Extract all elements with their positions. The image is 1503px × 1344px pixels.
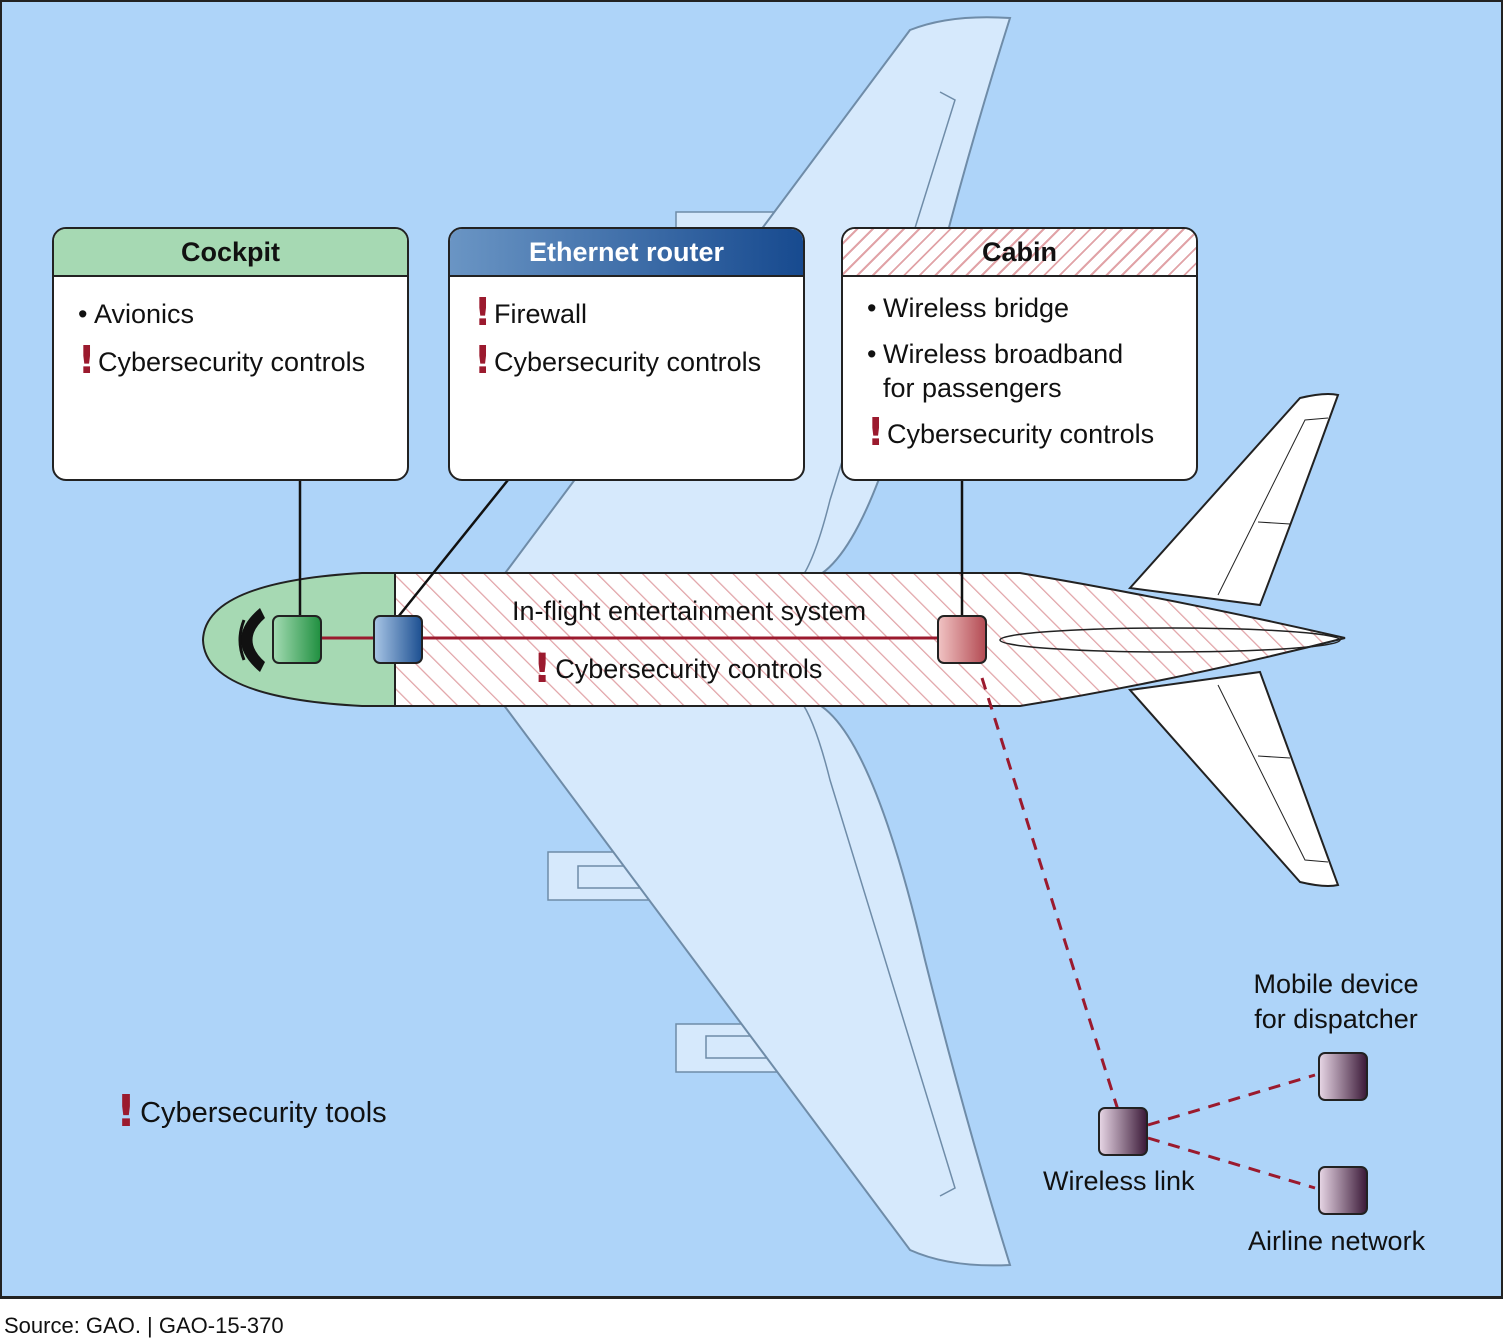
upper-tail-tick [1257, 521, 1291, 525]
cockpit-card: Cockpit • Avionics ! Cybersecurity contr… [52, 227, 409, 481]
cabin-item: ! Cybersecurity controls [867, 410, 1178, 454]
windshield [241, 608, 265, 672]
cockpit-item-text: Avionics [94, 299, 195, 329]
cabin-item-text-continued: for passengers [883, 373, 1062, 403]
router-item-text: Cybersecurity controls [494, 347, 762, 377]
cabin-item: • Wireless broadband for passengers [867, 337, 1178, 405]
cockpit-item: ! Cybersecurity controls [78, 338, 389, 382]
bullet-marker: • [78, 299, 88, 329]
bullet-marker: • [867, 293, 877, 323]
mobile-device-line2: for dispatcher [1254, 1004, 1418, 1034]
router-connector-line [397, 479, 509, 618]
lower-wing [498, 697, 1012, 1267]
lower-tail-line [1217, 684, 1329, 863]
cockpit-item-text: Cybersecurity controls [98, 347, 366, 377]
router-card: Ethernet router ! Firewall ! Cybersecuri… [448, 227, 805, 481]
cockpit-node[interactable] [272, 615, 322, 664]
router-title: Ethernet router [528, 236, 725, 267]
cabin-card: Cabin • Wireless bridge • Wireless broad… [841, 227, 1198, 481]
ife-system-label: In-flight entertainment system [512, 596, 867, 626]
lower-tailplane [1128, 670, 1340, 887]
mobile-device-line1: Mobile device [1253, 969, 1419, 999]
wireless-link-label: Wireless link [1043, 1166, 1195, 1196]
dispatcher-dashed-link [1147, 1073, 1316, 1127]
alert-icon: ! [867, 410, 885, 454]
mobile-device-label: Mobile device for dispatcher [1240, 967, 1432, 1037]
cockpit-title: Cockpit [180, 236, 280, 267]
airline-network-label: Airline network [1248, 1226, 1426, 1256]
cabin-card-header: Cabin [843, 229, 1196, 277]
router-item-text: Firewall [494, 299, 588, 329]
alert-icon: ! [116, 1086, 137, 1137]
lower-tail-tick [1257, 755, 1291, 759]
source-note: Source: GAO. | GAO-15-370 [4, 1313, 284, 1338]
router-item: ! Cybersecurity controls [474, 338, 785, 382]
wireless-link-node[interactable] [1098, 1107, 1148, 1156]
cabin-item-text-group: Wireless broadband for passengers [883, 337, 1123, 405]
windshield-inner [238, 619, 246, 661]
alert-icon: ! [474, 290, 492, 334]
alert-icon: ! [533, 646, 552, 692]
upper-tail-line [1217, 417, 1329, 596]
alert-icon: ! [78, 338, 96, 382]
upper-tailplane [1127, 393, 1340, 607]
cockpit-card-body: • Avionics ! Cybersecurity controls [54, 277, 407, 403]
bullet-marker: • [867, 339, 877, 369]
cockpit-card-header: Cockpit [54, 229, 407, 277]
cabin-node[interactable] [937, 615, 987, 664]
router-card-header: Ethernet router [450, 229, 803, 277]
cabin-card-body: • Wireless bridge • Wireless broadband f… [843, 277, 1196, 475]
router-item: ! Firewall [474, 290, 785, 334]
ife-controls-label: !Cybersecurity controls [533, 646, 822, 692]
airline-dashed-link [1147, 1136, 1316, 1190]
airline-network-node[interactable] [1318, 1166, 1368, 1215]
cabin-item-text: Wireless bridge [883, 293, 1070, 323]
dispatcher-device-node[interactable] [1318, 1052, 1368, 1101]
legend: !Cybersecurity tools [116, 1086, 387, 1137]
router-node[interactable] [373, 615, 423, 664]
cabin-item-text: Wireless broadband [883, 339, 1124, 369]
cabin-item-text: Cybersecurity controls [887, 419, 1155, 449]
cockpit-item: • Avionics [78, 297, 389, 331]
ife-controls-text: Cybersecurity controls [555, 654, 823, 684]
legend-label: Cybersecurity tools [140, 1097, 387, 1129]
fuselage-tail-cone [999, 627, 1341, 653]
alert-icon: ! [474, 338, 492, 382]
router-card-body: ! Firewall ! Cybersecurity controls [450, 277, 803, 403]
cabin-title: Cabin [981, 236, 1057, 267]
cabin-item: • Wireless bridge [867, 291, 1178, 325]
